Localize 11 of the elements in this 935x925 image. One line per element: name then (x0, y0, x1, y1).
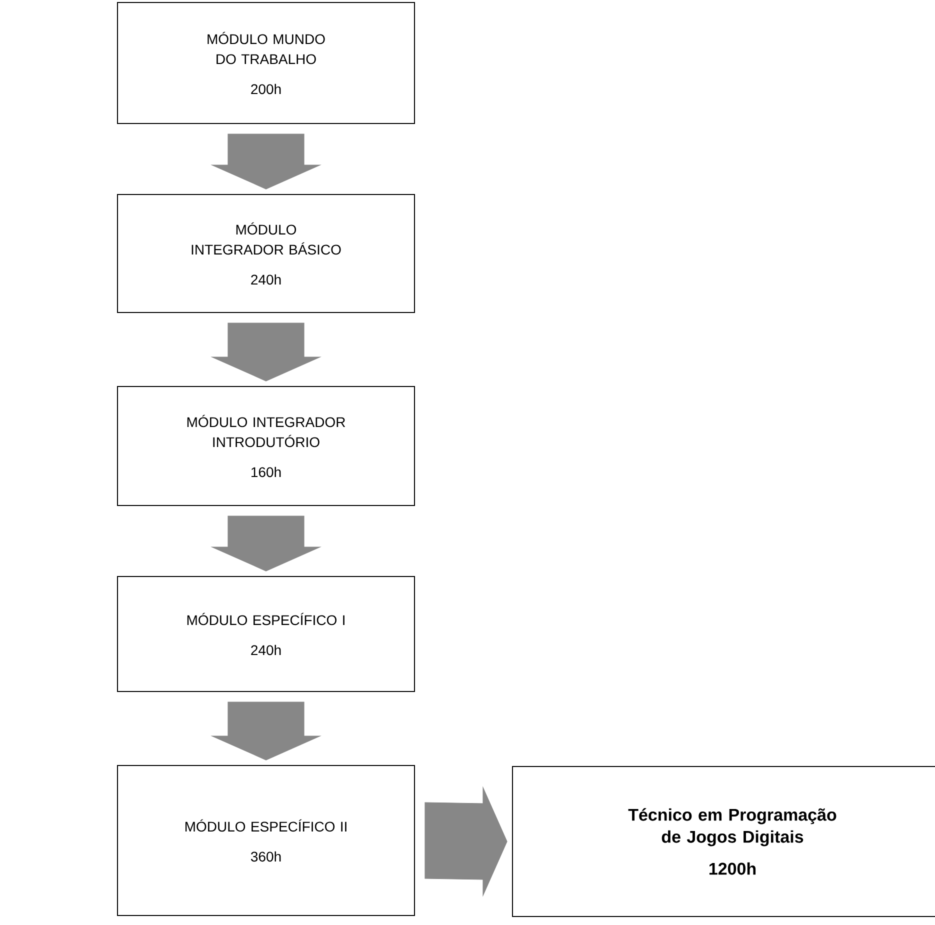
block-arrow (424, 786, 508, 897)
block-arrow (210, 702, 322, 760)
block-arrow (210, 134, 322, 190)
module-box: Técnico em Programação de Jogos Digitais 1200h (512, 766, 935, 917)
module-box: MÓDULO MUNDO DO TRABALHO 200h (117, 2, 415, 124)
block-arrow (210, 322, 322, 382)
module-box: MÓDULO ESPECÍFICO I 240h (117, 576, 415, 692)
block-arrow (210, 516, 322, 572)
module-box: MÓDULO INTEGRADOR BÁSICO 240h (117, 194, 415, 313)
module-box: MÓDULO ESPECÍFICO II 360h (117, 765, 415, 916)
module-box: MÓDULO INTEGRADOR INTRODUTÓRIO 160h (117, 386, 415, 506)
